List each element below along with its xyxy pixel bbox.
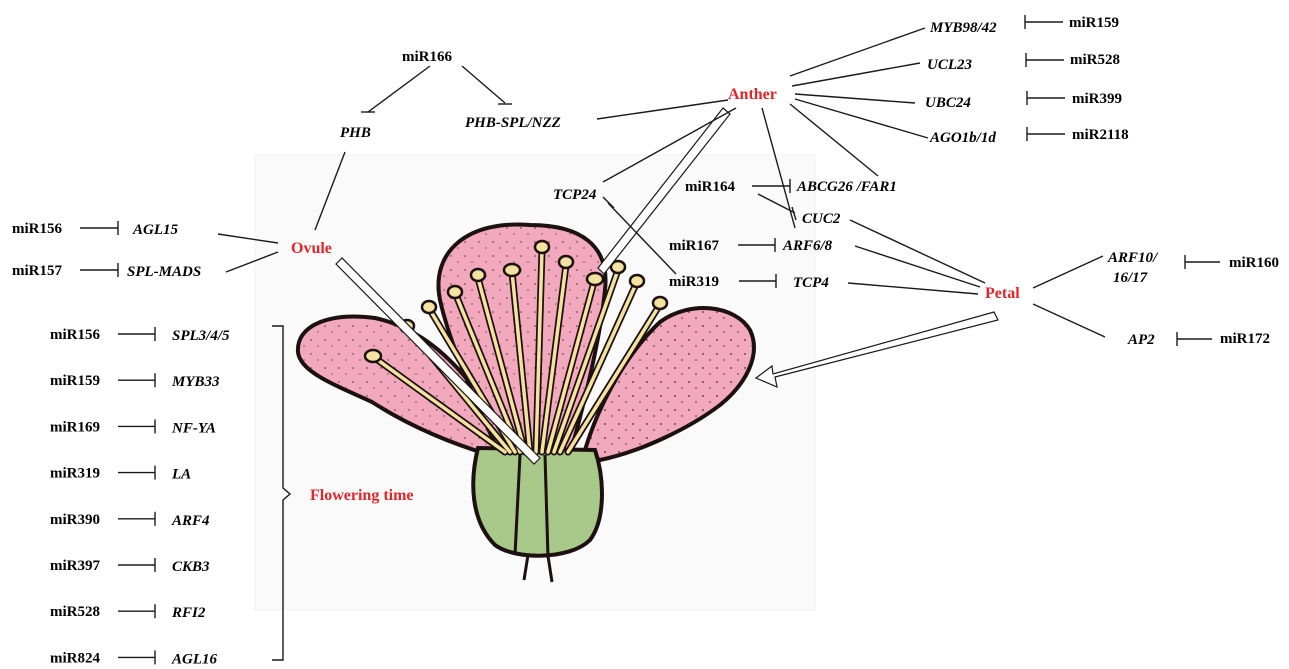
- mirna-mir167: miR167: [669, 238, 719, 254]
- mirna-mir319-mid: miR319: [669, 274, 719, 290]
- flowering-mirna-mir159: miR159: [50, 373, 100, 389]
- gene-tcp4: TCP4: [793, 275, 829, 291]
- gene-ucl23: UCL23: [927, 57, 973, 73]
- gene-ap2: AP2: [1127, 332, 1155, 348]
- flowering-gene-3: LA: [171, 467, 191, 483]
- gene-agl15: AGL15: [132, 222, 179, 238]
- mirna-mir2118: miR2118: [1072, 127, 1129, 143]
- flowering-mirna-mir156: miR156: [50, 327, 100, 343]
- organ-petal: Petal: [985, 285, 1020, 302]
- mir166-label: miR166: [402, 49, 452, 65]
- gene-ubc24: UBC24: [925, 95, 971, 111]
- flowering-gene-0: SPL3/4/5: [172, 328, 230, 344]
- flowering-mirna-mir528: miR528: [50, 604, 100, 620]
- gene-tcp24: TCP24: [553, 187, 597, 203]
- gene-myb98-42: MYB98/42: [929, 20, 997, 36]
- flowering-gene-4: ARF4: [171, 513, 210, 529]
- gene-spl-mads: SPL-MADS: [127, 264, 201, 280]
- gene-abcg26-far1: ABCG26 /FAR1: [796, 179, 897, 195]
- flowering-gene-2: NF-YA: [171, 420, 216, 436]
- flowering-gene-5: CKB3: [172, 559, 210, 575]
- flowering-mirna-mir169: miR169: [50, 419, 100, 435]
- mirna-mir156-ovule: miR156: [12, 221, 62, 237]
- gene-arf10-line1: ARF10/: [1107, 250, 1159, 266]
- mirna-mir399: miR399: [1072, 91, 1122, 107]
- mirna-mir172: miR172: [1220, 331, 1270, 347]
- gene-phb-spl-nzz: PHB-SPL/NZZ: [465, 115, 561, 131]
- gene-arf10-line2: 16/17: [1113, 270, 1148, 286]
- flowering-mirna-mir397: miR397: [50, 558, 100, 574]
- mirna-mir528-anther: miR528: [1070, 52, 1120, 68]
- flowering-time-list: miR156 SPL3/4/5 miR159 MYB33 miR169 NF-YA miR3…: [50, 327, 230, 667]
- organ-flowering-time: Flowering time: [310, 487, 414, 504]
- flowering-mirna-mir319: miR319: [50, 466, 100, 482]
- sepal: [473, 448, 602, 556]
- mirna-mir157: miR157: [12, 263, 62, 279]
- mirna-mir160: miR160: [1229, 255, 1279, 271]
- gene-ago1b-1d: AGO1b/1d: [929, 130, 996, 146]
- organ-anther: Anther: [728, 86, 777, 103]
- mirna-mir164: miR164: [685, 179, 735, 195]
- mirna-mir159-anther: miR159: [1069, 15, 1119, 31]
- gene-arf6-8: ARF6/8: [782, 238, 833, 254]
- gene-cuc2: CUC2: [802, 211, 841, 227]
- flowering-gene-6: RFI2: [171, 605, 206, 621]
- flowering-inhibition-lines: [118, 327, 155, 664]
- organ-ovule: Ovule: [291, 240, 332, 257]
- flowering-gene-7: AGL16: [171, 651, 218, 667]
- gene-phb: PHB: [340, 125, 371, 141]
- flowering-mirna-mir390: miR390: [50, 512, 100, 528]
- flowering-mirna-mir824: miR824: [50, 650, 100, 666]
- flowering-gene-1: MYB33: [171, 374, 220, 390]
